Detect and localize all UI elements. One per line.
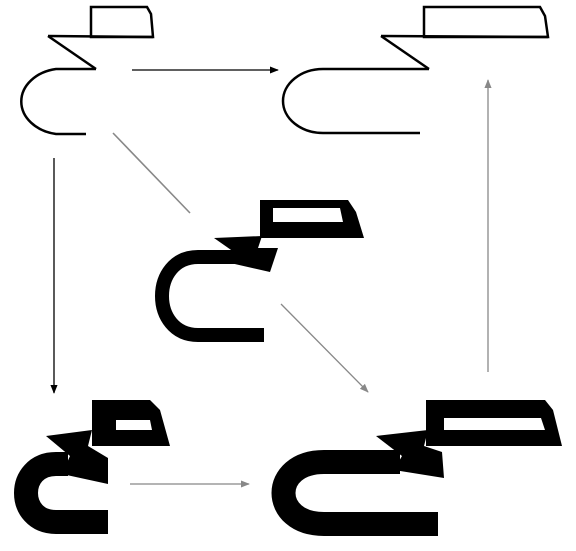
glyph-outline-narrow (20, 5, 155, 136)
glyph-medium-weight (155, 200, 364, 342)
glyph-outline-wide (281, 5, 550, 135)
arrow-narrow-to-medium (112, 132, 191, 214)
glyph-bold-narrow (14, 400, 170, 534)
arrow-medium-to-bold-wide (280, 303, 369, 393)
glyph-bold-wide (271, 400, 562, 536)
